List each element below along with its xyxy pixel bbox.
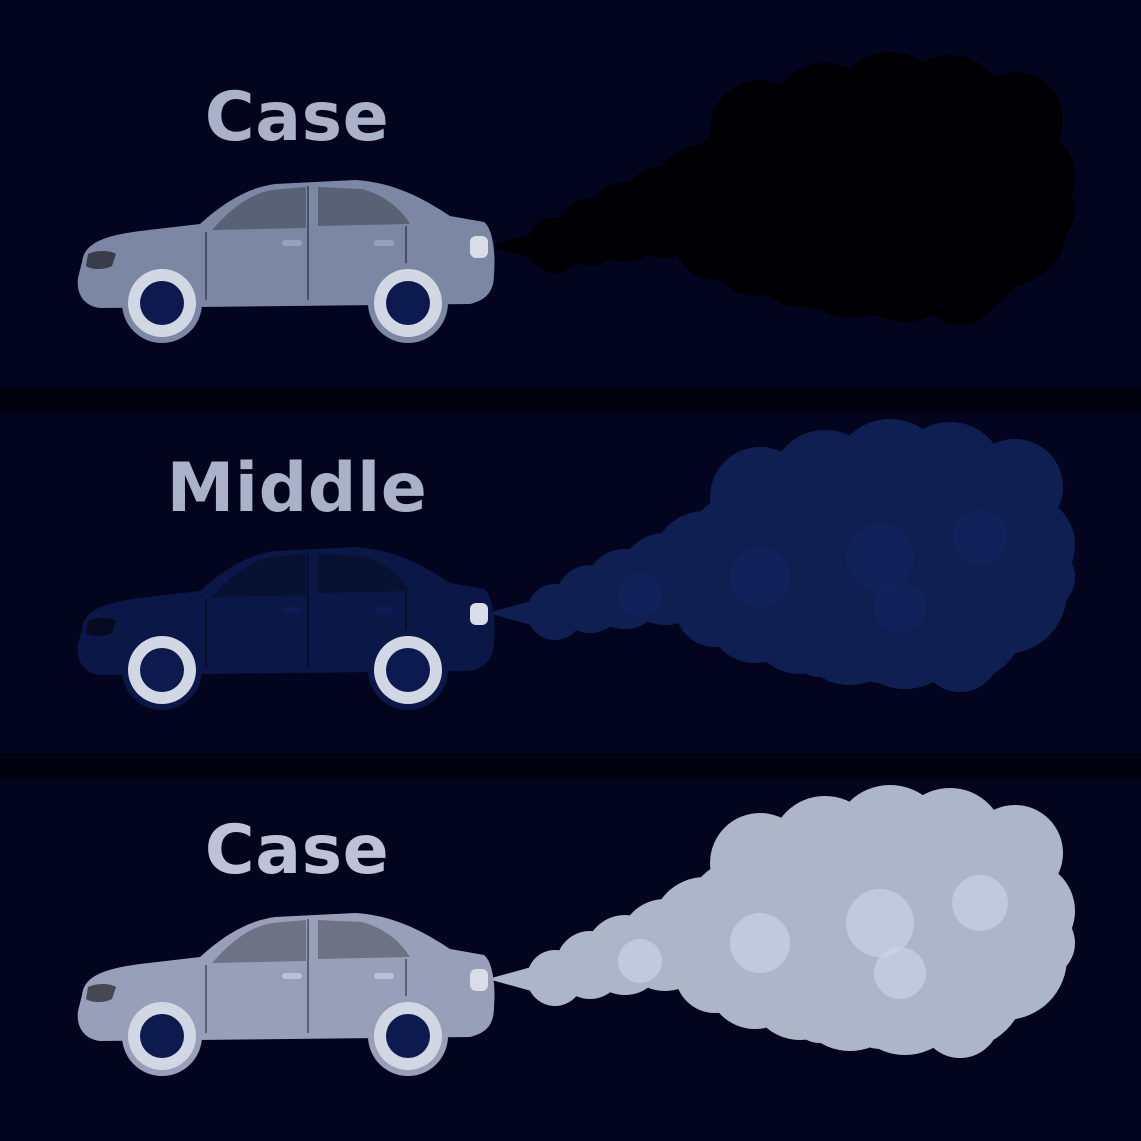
wheel-icon — [368, 263, 448, 343]
panel-title: Case — [204, 78, 390, 157]
panel-title: Middle — [166, 449, 428, 528]
exhaust-smoke-icon — [488, 52, 1075, 325]
car-scene — [77, 52, 1075, 343]
car-icon — [77, 547, 495, 710]
wheel-icon — [122, 996, 202, 1076]
panel-divider — [0, 754, 1141, 779]
panel-case-bottom: Case — [0, 779, 1141, 1141]
exhaust-smoke-icon — [488, 785, 1075, 1058]
wheel-icon — [368, 996, 448, 1076]
car-scene — [77, 785, 1075, 1076]
panel-title: Case — [204, 811, 390, 890]
panel-middle: Middle — [0, 413, 1141, 754]
car-icon — [77, 180, 495, 343]
car-scene — [77, 419, 1075, 710]
car-icon — [77, 913, 495, 1076]
exhaust-smoke-icon — [488, 419, 1075, 692]
panel-case-top: Case — [0, 0, 1141, 388]
wheel-icon — [368, 630, 448, 710]
wheel-icon — [122, 263, 202, 343]
wheel-icon — [122, 630, 202, 710]
panel-divider — [0, 388, 1141, 413]
